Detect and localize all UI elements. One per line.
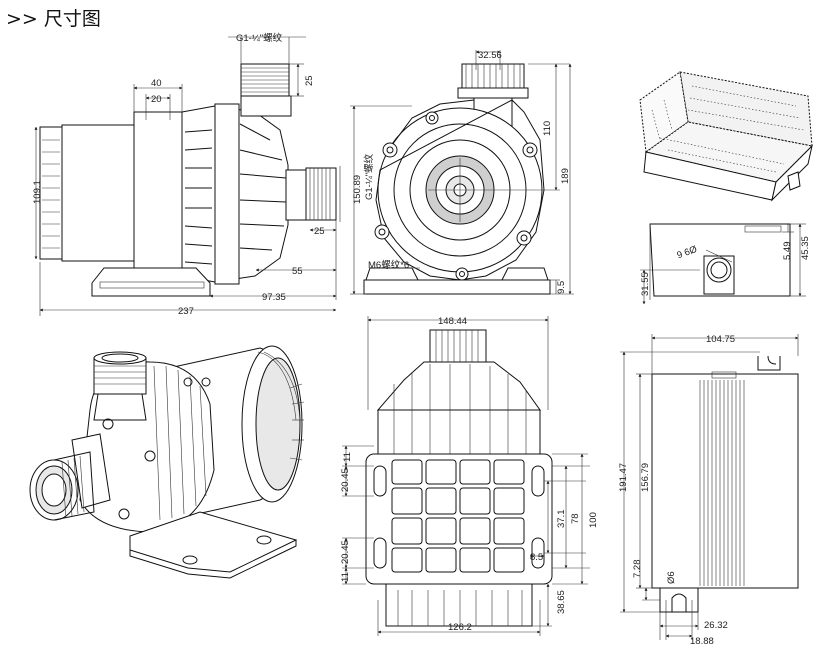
dim-45-35: 45.35 <box>800 236 811 260</box>
dim-9-5: 9.5 <box>556 281 567 294</box>
dim-5-49: 5.49 <box>782 242 793 261</box>
dim-126-2: 126.2 <box>448 622 472 633</box>
dim-110: 110 <box>542 121 553 136</box>
dim-7-28: 7.28 <box>632 560 643 579</box>
dim-40: 40 <box>151 78 162 89</box>
dim-78: 78 <box>570 513 581 524</box>
dim-156-79: 156.79 <box>640 463 651 492</box>
dim-150-89: 150.89 <box>352 175 363 204</box>
dim-phi6: Ø6 <box>666 571 677 584</box>
dim-55: 55 <box>292 266 303 277</box>
dim-191-47: 191.47 <box>618 463 629 492</box>
dim-100: 100 <box>588 512 599 528</box>
dim-25-top: 25 <box>304 75 315 86</box>
dim-148-44: 148.44 <box>438 316 467 327</box>
dim-25-side: 25 <box>314 226 325 237</box>
pump-back-view: 148.44 11 20.45 37.1 78 100 20.45 11 8.5… <box>340 316 599 636</box>
dim-237: 237 <box>178 306 194 317</box>
pump-side-view: G1-¼"螺纹 40 20 25 109.1 G1-¼"螺纹 25 55 97.… <box>32 32 375 317</box>
dim-11-bot: 11 <box>340 572 351 582</box>
dim-8-5: 8.5 <box>530 552 543 563</box>
controller-top-view: 104.75 156.79 191.47 7.28 Ø6 26.32 18.88 <box>618 334 799 645</box>
dim-109-1: 109.1 <box>32 180 43 204</box>
dim-20-45-bot: 20.45 <box>340 540 351 564</box>
page-title: >> 尺寸图 <box>6 8 101 30</box>
dim-97-35: 97.35 <box>262 292 286 303</box>
dim-thread-top: G1-¼"螺纹 <box>236 32 283 44</box>
dim-38-65: 38.65 <box>556 590 567 614</box>
dim-32-56: 32.56 <box>478 50 502 61</box>
pump-perspective-view <box>29 345 305 579</box>
controller-isometric-view <box>639 71 814 202</box>
controller-side-view: 9 6Ø 5.49 45.35 31.55 <box>640 223 811 305</box>
dim-37-1: 37.1 <box>556 510 567 529</box>
pump-front-view: 32.56 110 189 150.89 M6螺纹*6 9.5 <box>350 50 574 295</box>
dim-189: 189 <box>560 168 571 184</box>
bolt-note: M6螺纹*6 <box>368 259 409 271</box>
dim-104-75: 104.75 <box>706 334 735 345</box>
dim-18-88: 18.88 <box>690 636 714 645</box>
dim-26-32: 26.32 <box>704 620 728 631</box>
dim-31-55: 31.55 <box>640 272 651 296</box>
dim-thread-side: G1-¼"螺纹 <box>363 153 375 200</box>
dim-11-top: 11 <box>342 452 353 462</box>
dim-20: 20 <box>151 94 162 105</box>
dim-20-45-top: 20.45 <box>340 468 351 492</box>
